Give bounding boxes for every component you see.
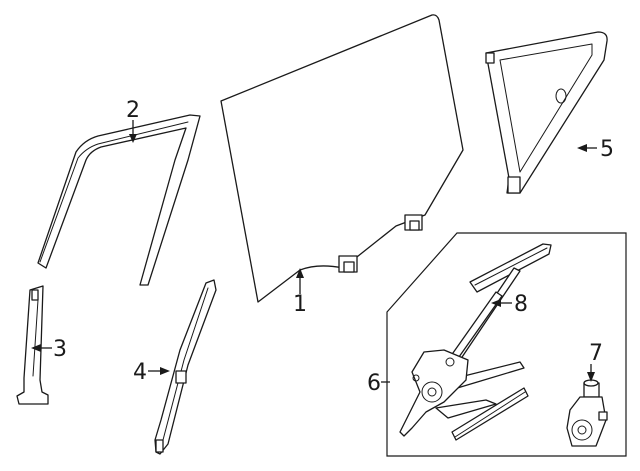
callout-8: 8 [514, 292, 528, 317]
quarter-glass-part-5 [485, 31, 608, 194]
callout-4: 4 [133, 360, 147, 385]
front-channel-part-4 [154, 279, 217, 455]
callout-5: 5 [600, 137, 614, 162]
regulator-assembly-frame [386, 232, 627, 457]
window-motor-part-7 [566, 379, 608, 447]
callout-6: 6 [367, 371, 381, 396]
callout-2: 2 [126, 98, 140, 123]
callout-7: 7 [589, 341, 603, 366]
window-regulator-part-8 [399, 243, 552, 441]
callout-1: 1 [293, 292, 307, 317]
run-channel-part-2 [37, 114, 201, 286]
door-glass-part-1 [220, 14, 464, 303]
callout-labels: 1 2 3 4 5 6 7 8 [53, 98, 614, 396]
callout-leaders [31, 120, 597, 383]
rear-channel-part-3 [16, 285, 49, 405]
callout-3: 3 [53, 337, 67, 362]
